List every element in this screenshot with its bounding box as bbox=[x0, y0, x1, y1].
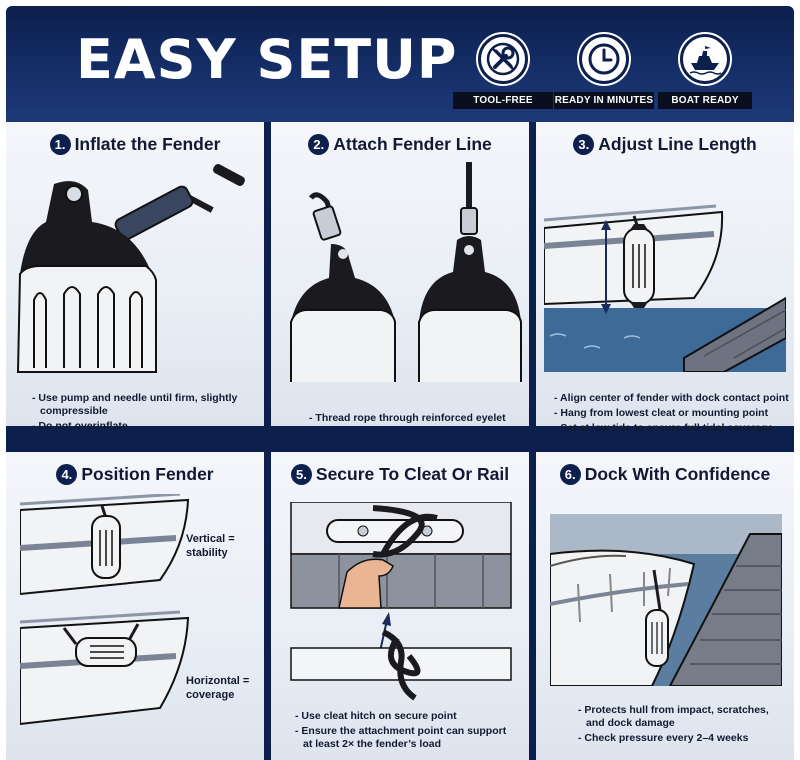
note: - Check pressure every 2–4 weeks bbox=[578, 732, 749, 744]
step-title: 1.Inflate the Fender bbox=[6, 134, 264, 155]
step-notes: - Use cleat hitch on secure point - Ensu… bbox=[295, 710, 515, 753]
step-title: 6.Dock With Confidence bbox=[536, 464, 794, 485]
note: - Use cleat hitch on secure point bbox=[295, 710, 457, 722]
note: - Set at low tide to ensure full tidal c… bbox=[554, 422, 774, 434]
horizontal-label: Horizontal = coverage bbox=[186, 675, 250, 701]
badge-ready-in-minutes: READY IN MINUTES bbox=[554, 34, 654, 109]
adjust-line-illustration bbox=[544, 204, 786, 372]
badge-tool-free: TOOL-FREE bbox=[453, 34, 553, 109]
header-banner: EASY SETUP TOOL-FREE READY IN MINUTES bbox=[6, 6, 794, 136]
badge-label: BOAT READY bbox=[658, 92, 752, 109]
note: - Align center of fender with dock conta… bbox=[554, 392, 789, 404]
step-number: 1. bbox=[49, 134, 71, 155]
position-illustration bbox=[20, 494, 190, 726]
step-title: 2.Attach Fender Line bbox=[271, 134, 529, 155]
boat-icon bbox=[680, 34, 730, 84]
step-title: 5.Secure To Cleat Or Rail bbox=[271, 464, 529, 485]
note: - Protects hull from impact, scratches, … bbox=[578, 704, 769, 729]
step-number: 6. bbox=[559, 464, 581, 485]
docking-illustration bbox=[550, 514, 782, 686]
badge-label: READY IN MINUTES bbox=[554, 92, 654, 109]
step-panel-dock: 6.Dock With Confidence - Protects hull f… bbox=[536, 452, 794, 760]
step-notes: - Use pump and needle until firm, slight… bbox=[32, 392, 252, 435]
step-panel-position: 4.Position Fender Vertical = stability H… bbox=[6, 452, 264, 760]
page-title: EASY SETUP bbox=[76, 28, 458, 91]
note: - Thread rope through reinforced eyelet bbox=[309, 412, 506, 424]
step-number: 5. bbox=[290, 464, 312, 485]
step-notes: - Protects hull from impact, scratches, … bbox=[578, 704, 778, 747]
step-notes: - Align center of fender with dock conta… bbox=[554, 392, 790, 437]
clock-icon bbox=[579, 34, 629, 84]
no-tools-icon bbox=[478, 34, 528, 84]
step-number: 2. bbox=[308, 134, 330, 155]
vertical-label: Vertical = stability bbox=[186, 533, 235, 559]
note: - Hang from lowest cleat or mounting poi… bbox=[554, 407, 769, 419]
step-notes: - Thread rope through reinforced eyelet bbox=[309, 412, 529, 427]
attach-illustration bbox=[290, 162, 522, 382]
cleat-hitch-illustration bbox=[290, 502, 512, 701]
note: - Ensure the attachment point can suppor… bbox=[295, 725, 507, 750]
step-panel-secure: 5.Secure To Cleat Or Rail - Use cleat hi… bbox=[271, 452, 529, 760]
step-panel-adjust: 3.Adjust Line Length - Align center of f… bbox=[536, 122, 794, 434]
note: - Use pump and needle until firm, slight… bbox=[32, 392, 238, 417]
badge-label: TOOL-FREE bbox=[453, 92, 553, 109]
step-title: 4.Position Fender bbox=[6, 464, 264, 485]
step-panel-attach: 2.Attach Fender Line - Thread rope throu… bbox=[271, 122, 529, 426]
note: - Do not overinflate bbox=[32, 420, 128, 432]
badge-boat-ready: BOAT READY bbox=[658, 34, 752, 109]
step-title: 3.Adjust Line Length bbox=[536, 134, 794, 155]
inflate-illustration bbox=[16, 164, 245, 373]
step-number: 4. bbox=[56, 464, 78, 485]
step-panel-inflate: 1.Inflate the Fender - Use pump and need… bbox=[6, 122, 264, 432]
step-number: 3. bbox=[573, 134, 595, 155]
steps-grid: 1.Inflate the Fender - Use pump and need… bbox=[6, 122, 794, 760]
